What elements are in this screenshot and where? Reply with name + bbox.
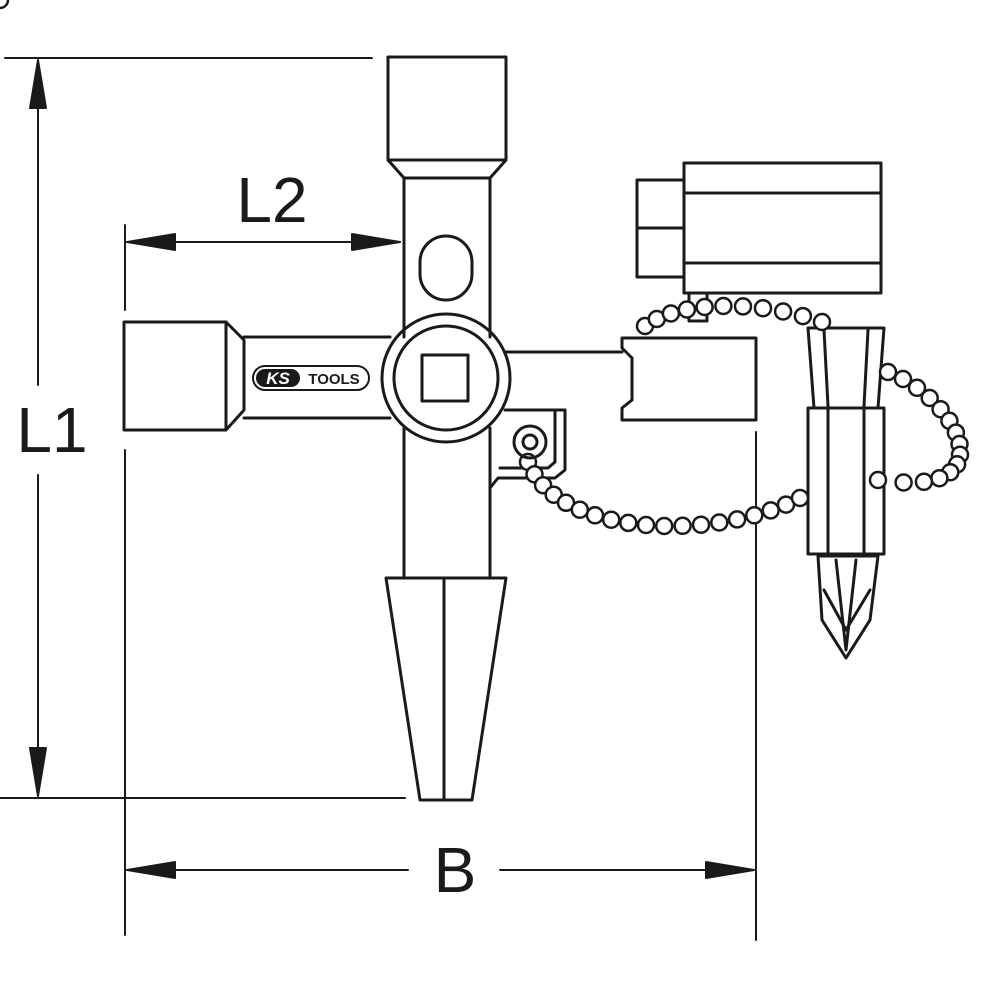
dimension-l1: L1	[0, 57, 406, 799]
bit-holder-body	[682, 161, 883, 295]
chain-bead	[907, 378, 927, 398]
chain-bead	[677, 300, 697, 319]
chain-bead	[619, 513, 638, 533]
logo-brand: KS	[266, 369, 290, 388]
chain-bead	[727, 510, 747, 529]
tapered-tip	[384, 576, 508, 802]
chain-bead	[894, 473, 913, 492]
chain-bead	[710, 513, 729, 532]
bit-slot-end	[806, 326, 886, 410]
chain-bead	[745, 506, 764, 525]
chain-eyelet	[512, 424, 548, 460]
chain-bead	[0, 0, 10, 10]
l1-arrow-bottom	[29, 747, 47, 797]
chain-bead	[695, 297, 714, 317]
b-arrow-left	[126, 861, 176, 879]
bit-slot-line-right	[862, 328, 870, 408]
hub-inner	[392, 324, 500, 432]
chain-bead	[753, 298, 773, 318]
l1-label: L1	[16, 394, 87, 466]
chain-bead	[661, 304, 681, 323]
l2-arrow-left	[126, 233, 176, 251]
bead-chain	[0, 0, 970, 536]
chain-bead	[930, 468, 949, 488]
square-drive	[420, 353, 470, 403]
chain-bead	[654, 516, 674, 536]
chain-bead	[570, 500, 590, 519]
chain-bead	[673, 516, 692, 536]
bit-phillips-flute	[834, 558, 858, 652]
chain-bead	[761, 501, 780, 520]
chain-bead	[714, 296, 733, 316]
bit-phillips-tip	[816, 554, 880, 660]
l2-label: L2	[236, 164, 307, 236]
chain-eyelet-inner	[521, 433, 539, 451]
b-label: B	[434, 834, 477, 906]
bit-holder	[635, 161, 883, 323]
logo-frame	[252, 365, 370, 391]
logo-suffix: TOOLS	[308, 371, 359, 388]
bit-slot-line-left	[822, 328, 830, 408]
shaft-slot	[418, 234, 474, 302]
dimension-b: B	[124, 431, 757, 941]
chain-bead	[733, 297, 753, 316]
chain-bead	[636, 515, 656, 535]
logo-badge	[256, 369, 300, 387]
chain-bead	[773, 302, 793, 321]
chain-bead	[793, 306, 813, 326]
chain-bead	[893, 369, 913, 389]
screwdriver-bit	[806, 326, 886, 660]
l1-arrow-top	[29, 59, 47, 109]
chain-bead	[790, 488, 810, 508]
chain-bead	[914, 472, 934, 492]
chain-bead	[691, 515, 711, 534]
chain-bead	[585, 506, 605, 525]
b-arrow-right	[705, 861, 755, 879]
dimension-l2: L2	[124, 164, 401, 311]
chain-bracket	[488, 408, 567, 490]
key-body	[122, 55, 758, 802]
ks-tools-logo: KS TOOLS	[252, 365, 370, 391]
bit-phillips-flute-2	[822, 588, 872, 632]
chain-bead	[601, 510, 621, 529]
chain-bead	[868, 470, 888, 490]
right-socket	[620, 336, 758, 422]
chain-bead	[812, 312, 832, 332]
hub-outer	[380, 312, 512, 444]
l2-arrow-right	[351, 233, 401, 251]
chain-bead	[920, 388, 939, 408]
chain-bead	[878, 362, 898, 382]
